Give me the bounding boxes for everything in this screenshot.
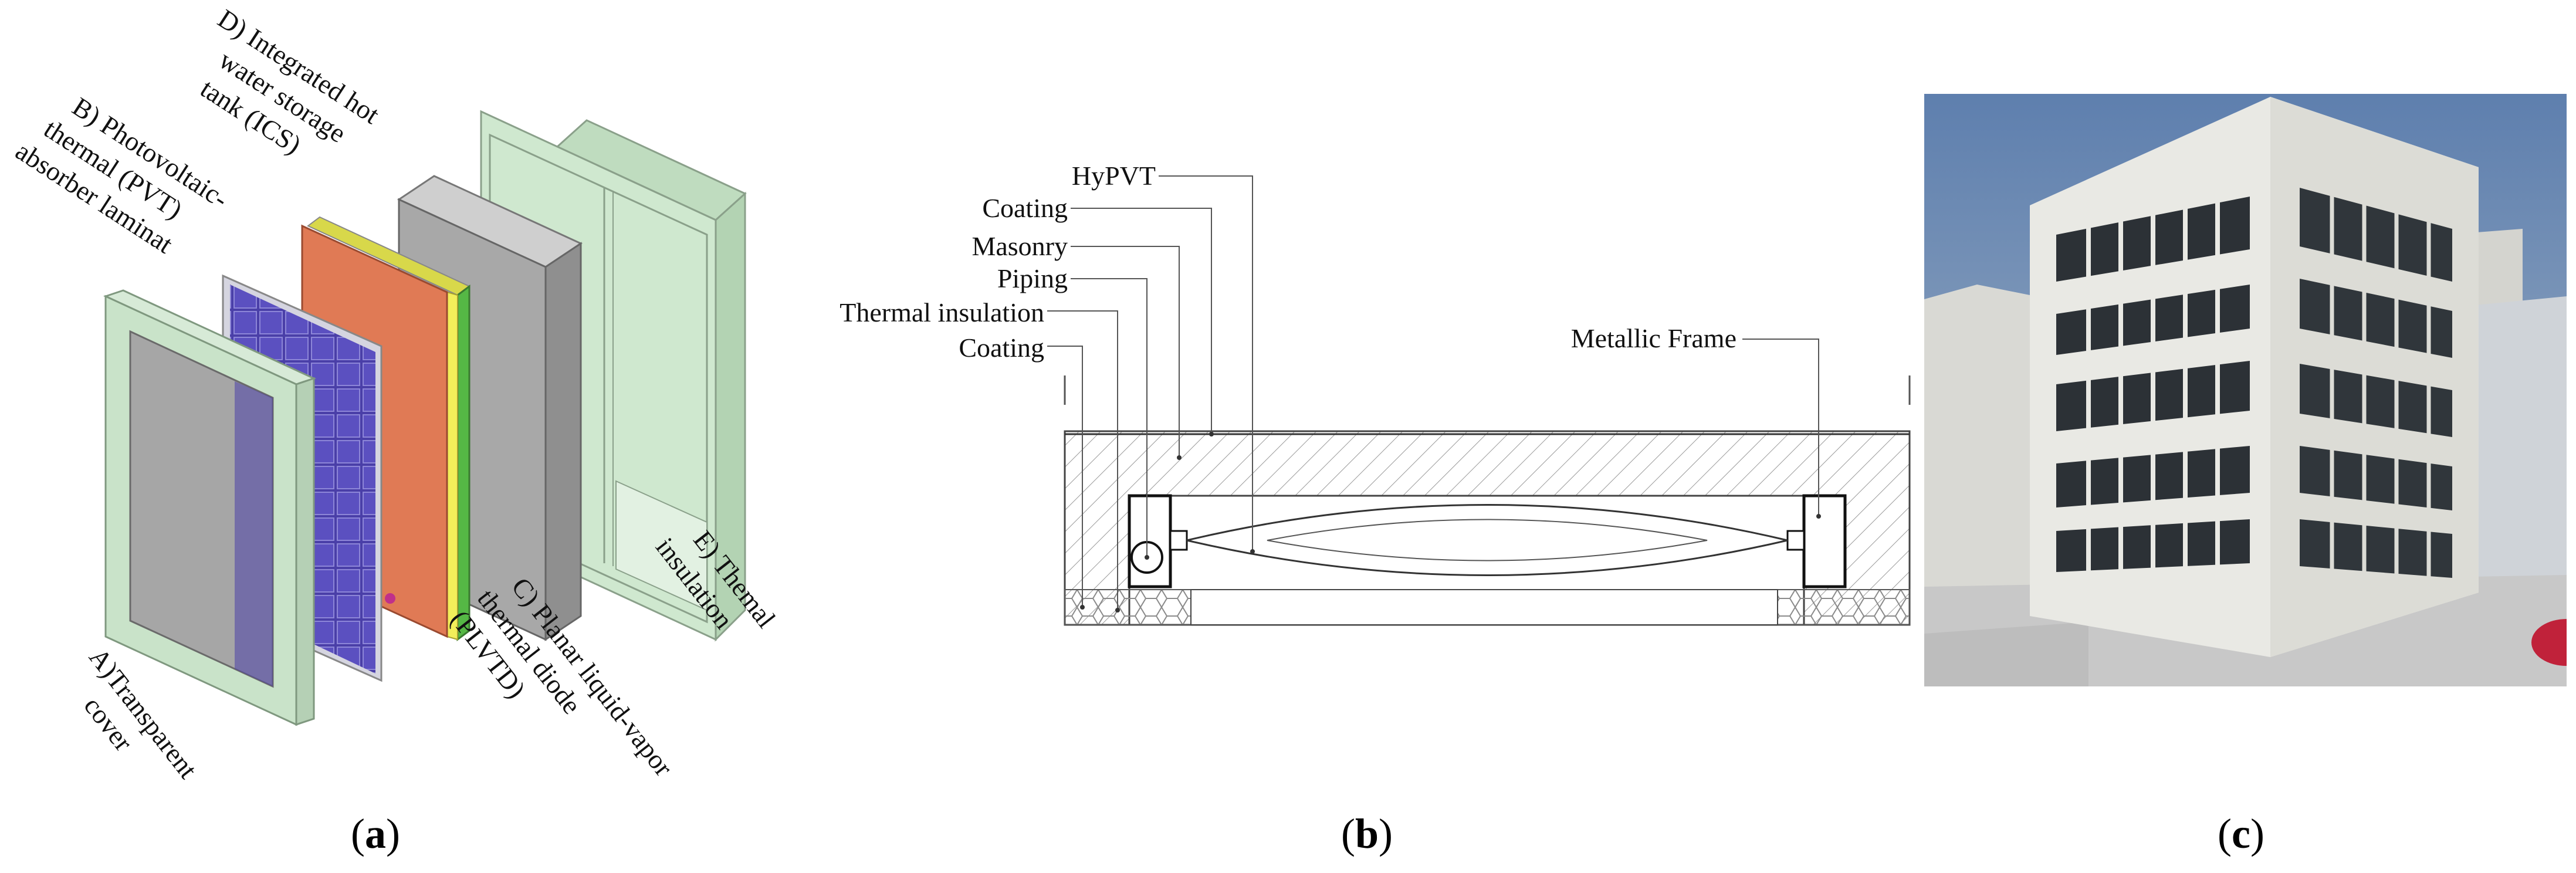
label-coating-top: Coating xyxy=(982,193,1068,223)
panel-a-exploded-view: D) Integrated hot water storage tank (IC… xyxy=(11,4,781,857)
label-pvt: B) Photovoltaic- thermal (PVT) absorber … xyxy=(11,79,239,275)
caption-a: (a) xyxy=(351,810,400,857)
label-masonry: Masonry xyxy=(971,231,1068,261)
label-hypvt: HyPVT xyxy=(1072,161,1156,191)
background-building-left xyxy=(1924,285,2036,593)
insulation-right xyxy=(1777,589,1910,625)
metallic-frame-right xyxy=(1802,494,1847,588)
label-coating-bottom: Coating xyxy=(959,333,1044,363)
windows-right xyxy=(2300,188,2452,578)
label-piping: Piping xyxy=(997,263,1068,293)
panel-b-section: HyPVT Coating Masonry Piping Thermal ins… xyxy=(840,161,1911,857)
background-building-right xyxy=(2476,296,2567,616)
car xyxy=(2531,619,2567,666)
label-tank: D) Integrated hot water storage tank (IC… xyxy=(175,4,390,191)
caption-b: (b) xyxy=(1341,810,1393,857)
label-metallic-frame: Metallic Frame xyxy=(1571,323,1736,353)
label-thermal-insulation: Thermal insulation xyxy=(840,297,1044,327)
caption-c: (c) xyxy=(2218,810,2264,857)
insulation-left xyxy=(1064,589,1191,625)
transparent-cover xyxy=(103,289,317,726)
panel-c-render xyxy=(1924,94,2567,686)
